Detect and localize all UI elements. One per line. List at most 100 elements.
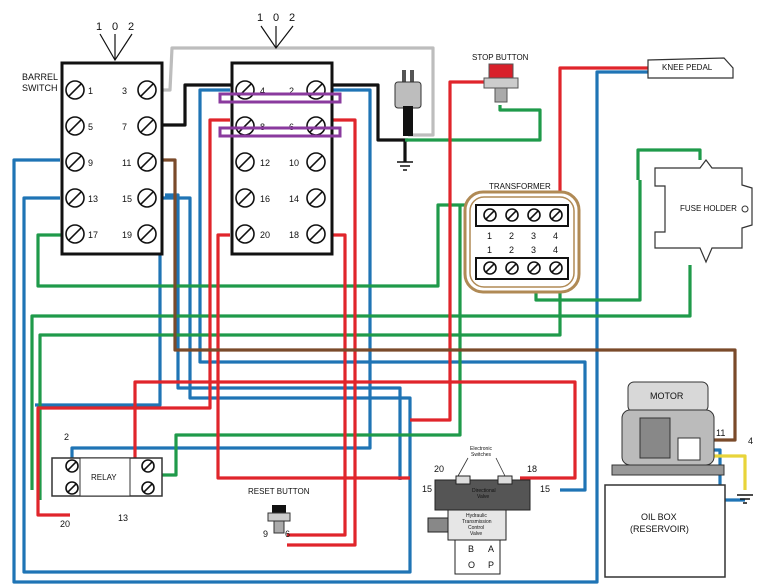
- port-b: B: [468, 544, 474, 554]
- stop-button: STOP BUTTON: [472, 53, 529, 103]
- jumper-4-2: [218, 92, 342, 104]
- barrel-terminal-right-0: [137, 80, 157, 100]
- relay-label: RELAY: [91, 473, 117, 482]
- barrel-terminal-right-3: [137, 188, 157, 208]
- wire-green-fuse: [636, 148, 702, 180]
- valve-num-18: 18: [527, 464, 537, 474]
- wire-red-2: [36, 118, 230, 517]
- barrel-terminal-left-num-1: 5: [88, 122, 93, 132]
- transformer-bottom-num-2: 3: [531, 245, 536, 255]
- block-terminal-right-1: [306, 116, 326, 136]
- selector-left: 1 0 2: [96, 21, 134, 62]
- barrel-terminal-left-num-4: 17: [88, 230, 98, 240]
- relay: RELAY 2 20 13: [51, 432, 163, 529]
- barrel-switch-label-1: BARREL: [22, 72, 58, 82]
- hydraulic-label-3: Control: [468, 525, 484, 531]
- barrel-terminal-right-num-2: 11: [122, 158, 131, 168]
- transmission-valve: [447, 509, 507, 541]
- transformer-bottom-terminal-1: [505, 261, 519, 275]
- block-terminal-right-num-3: 14: [289, 194, 299, 204]
- relay-terminal-1: [65, 481, 79, 495]
- barrel-terminal-right-2: [137, 152, 157, 172]
- block-terminal-right-num-2: 10: [289, 158, 299, 168]
- stop-button-label: STOP BUTTON: [472, 53, 529, 62]
- relay-terminals: [65, 459, 155, 495]
- selector-left-2: 2: [128, 21, 134, 33]
- block-terminal-left-4: [235, 224, 255, 244]
- block-terminal-left-0: [235, 80, 255, 100]
- transformer-top-terminal-3: [549, 208, 563, 222]
- transformer-top-terminal-0: [483, 208, 497, 222]
- wire-yellow: [700, 454, 747, 490]
- oil-box-label-1: OIL BOX: [641, 512, 677, 522]
- reset-button-label: RESET BUTTON: [248, 487, 310, 496]
- barrel-terminal-right-num-1: 7: [122, 122, 127, 132]
- jumper-8-6: [218, 126, 342, 138]
- transformer-top-num-2: 3: [531, 231, 536, 241]
- barrel-terminal-right-num-4: 19: [122, 230, 132, 240]
- fuse-holder-label: FUSE HOLDER: [680, 204, 737, 213]
- knee-pedal: KNEE PEDAL: [647, 57, 734, 79]
- wire-blue-5: [70, 88, 372, 462]
- barrel-terminal-left-1: [65, 116, 85, 136]
- relay-terminal-3: [141, 481, 155, 495]
- relay-terminal-2: [141, 459, 155, 473]
- valve-assembly: Electronic Switches 20 18 15 15 Directio…: [422, 446, 550, 575]
- relay-terminal-0: [65, 459, 79, 473]
- motor-num-4: 4: [748, 436, 753, 446]
- port-a: A: [488, 544, 494, 554]
- port-o: O: [468, 560, 475, 570]
- wire-green-6: [160, 205, 462, 477]
- barrel-terminal-right-1: [137, 116, 157, 136]
- electronic-switches-2: Switches: [471, 452, 492, 458]
- transformer-bottom-terminal-2: [527, 261, 541, 275]
- plug-icon: [394, 70, 422, 171]
- transformer-top-terminal-1: [505, 208, 519, 222]
- block-terminal-right-num-0: 2: [289, 86, 294, 96]
- hydraulic-label-2: Transmission: [462, 519, 492, 525]
- selector-right: 1 0 2: [257, 12, 295, 50]
- knee-pedal-label: KNEE PEDAL: [662, 63, 713, 72]
- motor-label: MOTOR: [650, 391, 684, 401]
- block-terminal-right-4: [306, 224, 326, 244]
- barrel-terminal-right-num-3: 15: [122, 194, 132, 204]
- wire-gray: [150, 46, 435, 137]
- wire-brown: [150, 158, 737, 442]
- wire-green-1: [36, 203, 468, 288]
- fuse-holder: FUSE HOLDER: [654, 159, 753, 264]
- transformer-top-num-0: 1: [487, 231, 492, 241]
- valve-num-20: 20: [434, 464, 444, 474]
- barrel-terminal-left-3: [65, 188, 85, 208]
- barrel-switch-label-2: SWITCH: [22, 83, 58, 93]
- oil-box: OIL BOX (RESERVOIR): [604, 484, 726, 578]
- wire-blue-1: [22, 196, 412, 574]
- solenoid-icon: [427, 517, 449, 533]
- transformer-bottom-num-1: 2: [509, 245, 514, 255]
- barrel-terminal-left-4: [65, 224, 85, 244]
- oil-box-label-2: (RESERVOIR): [630, 524, 689, 534]
- port-p: P: [488, 560, 494, 570]
- reset-num-9: 9: [263, 529, 268, 539]
- block-terminal-left-num-3: 16: [260, 194, 270, 204]
- block-terminal-left-num-4: 20: [260, 230, 270, 240]
- selector-right-1: 1: [257, 12, 263, 24]
- knee-pedal-body: [647, 57, 734, 79]
- wire-green-2: [405, 105, 542, 142]
- block-terminal-right-3: [306, 188, 326, 208]
- transformer-label: TRANSFORMER: [489, 182, 551, 191]
- selector-right-2: 2: [289, 12, 295, 24]
- oil-box-body: [604, 484, 726, 578]
- directional-label-1: Directional: [472, 488, 496, 494]
- selector-left-0: 0: [112, 21, 118, 33]
- ground-icon: [397, 161, 413, 171]
- wire-red-knee: [555, 66, 650, 207]
- transformer-top-terminal-2: [527, 208, 541, 222]
- transformer-bottom-terminal-0: [483, 261, 497, 275]
- block-terminal-left-2: [235, 152, 255, 172]
- wire-blue-knee: [12, 70, 650, 584]
- selector-right-0: 0: [273, 12, 279, 24]
